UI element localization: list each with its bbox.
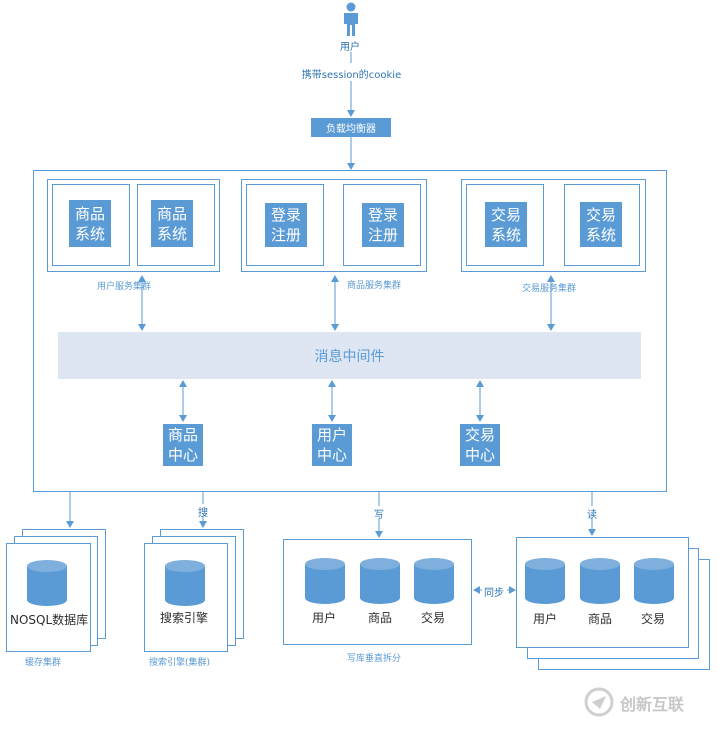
- search-engine-caption: 搜索引擎(集群): [149, 658, 211, 668]
- read-db-product-icon: [580, 558, 620, 604]
- sync-edge-label: 同步: [484, 588, 504, 599]
- product-system-box-1: 商品系统: [69, 200, 111, 247]
- search-db-icon: [165, 560, 205, 606]
- cluster-left-caption: 用户服务集群: [97, 282, 152, 292]
- trade-center: 交易中心: [460, 424, 500, 466]
- product-center: 商品中心: [163, 424, 203, 466]
- trade-system-box-1: 交易系统: [485, 202, 527, 247]
- read-db-trade-icon: [634, 558, 674, 604]
- search-edge-label: 搜: [198, 508, 208, 519]
- product-system-box-2: 商品系统: [151, 200, 193, 247]
- nosql-db-icon: [27, 560, 67, 606]
- watermark-logo-icon: [584, 687, 614, 717]
- search-engine-label: 搜索引擎: [160, 611, 209, 625]
- read-db-user-icon: [525, 558, 565, 604]
- write-db-caption: 写库垂直拆分: [347, 654, 402, 664]
- write-db-label-product: 商品: [368, 611, 393, 625]
- write-db-user-icon: [305, 558, 345, 604]
- user-center: 用户中心: [312, 424, 352, 466]
- read-db-label-trade: 交易: [641, 612, 666, 626]
- write-db-trade-icon: [414, 558, 454, 604]
- trade-system-box-2: 交易系统: [580, 202, 622, 247]
- nosql-caption: 缓存集群: [25, 658, 62, 668]
- read-edge-label: 读: [587, 510, 597, 521]
- nosql-label: NOSQL数据库: [10, 613, 89, 627]
- write-edge-label: 写: [374, 510, 384, 521]
- user-icon: [344, 2, 358, 36]
- user-label: 用户: [340, 42, 360, 53]
- system-container: [33, 170, 667, 492]
- login-register-box-1: 登录注册: [265, 203, 307, 247]
- cluster-middle-caption: 商品服务集群: [347, 281, 402, 291]
- write-db-label-user: 用户: [312, 611, 337, 625]
- write-db-label-trade: 交易: [421, 611, 446, 625]
- cookie-label: 携带session的cookie: [301, 70, 402, 81]
- load-balancer: 负载均衡器: [311, 118, 391, 137]
- watermark-text: 创新互联: [620, 695, 685, 714]
- write-db-product-icon: [360, 558, 400, 604]
- message-middleware: 消息中间件: [58, 332, 641, 379]
- login-register-box-2: 登录注册: [362, 203, 404, 247]
- read-db-label-product: 商品: [588, 612, 613, 626]
- cluster-right-caption: 交易服务集群: [522, 284, 577, 294]
- read-db-label-user: 用户: [533, 612, 558, 626]
- cluster-middle-slot2: [343, 184, 421, 266]
